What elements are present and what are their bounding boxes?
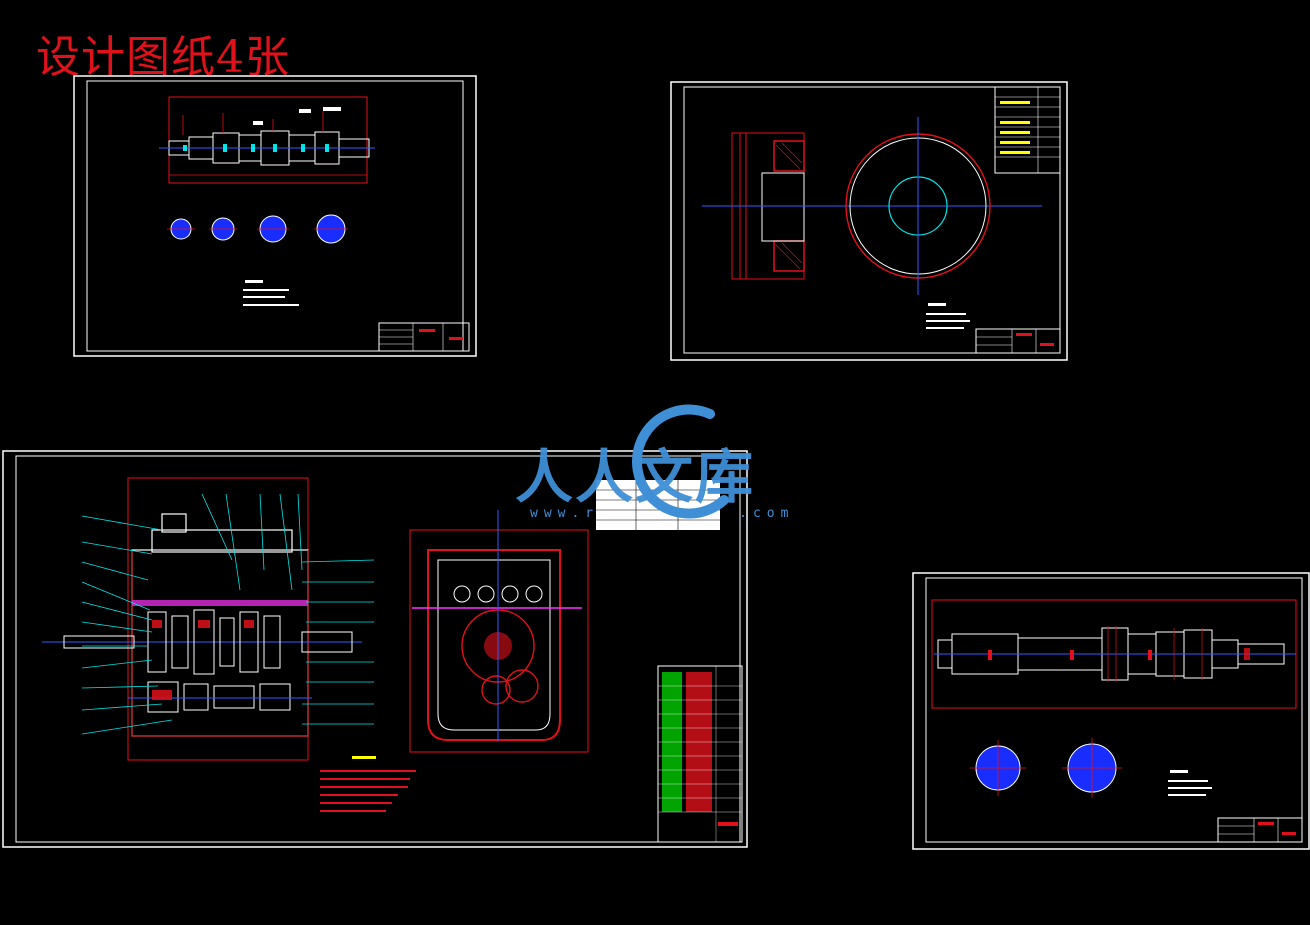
watermark-logo	[510, 400, 800, 530]
page-heading: 设计图纸4张	[36, 32, 290, 83]
drawing-sheet-shaft-top-left[interactable]	[73, 75, 477, 357]
watermark-url: www.r .com	[530, 506, 794, 521]
watermark-url-right: .com	[739, 506, 795, 521]
drawing-sheet-assembly-bottom-left[interactable]	[2, 450, 748, 848]
drawing-sheet-gear-top-right[interactable]	[670, 81, 1068, 361]
drawing-sheet-shaft-bottom-right[interactable]	[912, 572, 1310, 852]
watermark-brand: 人人文库	[515, 443, 756, 511]
watermark-url-left: www.r	[530, 506, 600, 521]
